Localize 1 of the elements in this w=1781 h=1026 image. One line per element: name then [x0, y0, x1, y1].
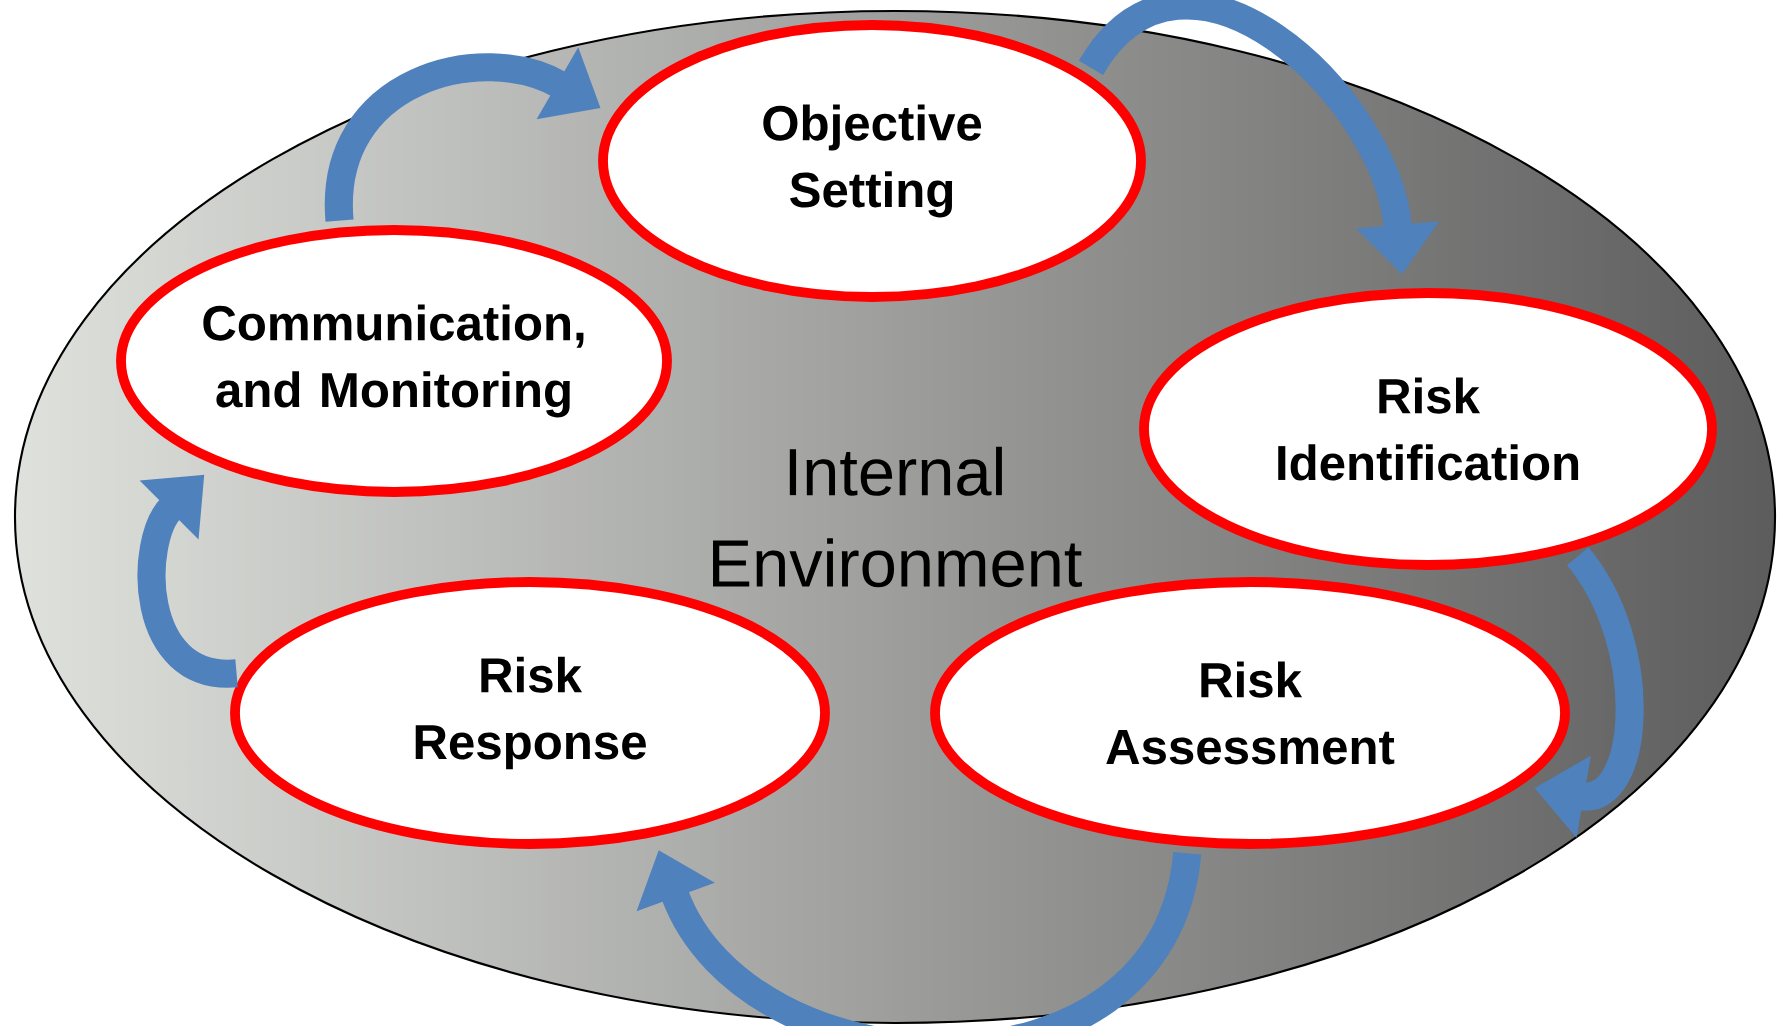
curved-arrow [636, 850, 1201, 1026]
